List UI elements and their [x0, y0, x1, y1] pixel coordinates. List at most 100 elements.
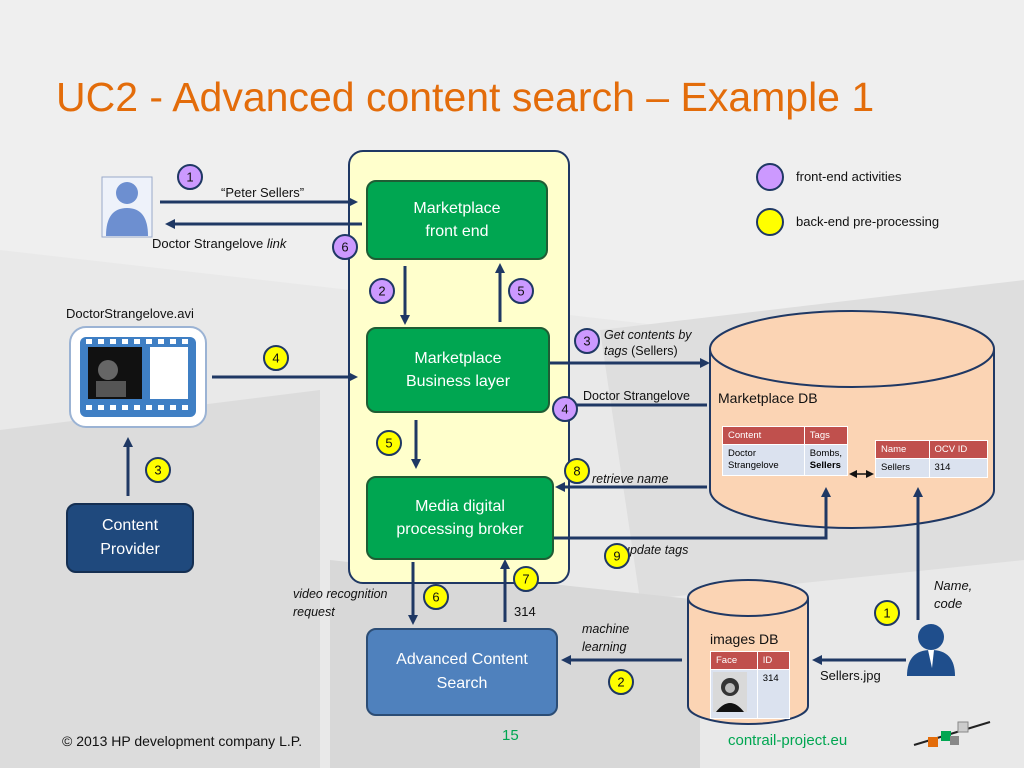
- images-db-title: images DB: [710, 631, 779, 647]
- badge-number: 2: [617, 675, 624, 690]
- badge-circle: [604, 543, 630, 569]
- badge-number: 7: [522, 572, 529, 587]
- badge-number: 1: [186, 170, 193, 185]
- table-cell: 314: [928, 458, 989, 478]
- step-badge-s3-provider: 3: [145, 457, 171, 483]
- badge-number: 2: [378, 284, 385, 299]
- step-badge-s7-result: 7: [513, 566, 539, 592]
- machine-learning-line1: machine: [582, 622, 630, 636]
- badge-number: 8: [573, 464, 580, 479]
- table-cell: Sellers: [875, 458, 930, 478]
- update-tags-label: update tags: [623, 543, 689, 557]
- tag-value-bold: Sellers: [809, 460, 841, 471]
- table-row: Doctor Strangelove Bombs,Sellers: [722, 444, 849, 476]
- content-tags-table: Content Tags Doctor Strangelove Bombs,Se…: [722, 426, 849, 476]
- name-code-line1: Name,: [934, 578, 973, 593]
- box-line: Search: [436, 675, 488, 692]
- badge-circle: [376, 430, 402, 456]
- badge-circle: [874, 600, 900, 626]
- badge-circle: [508, 278, 534, 304]
- video-file-icon: [69, 326, 207, 428]
- get-contents-sellers: (Sellers): [627, 344, 678, 358]
- avi-file-label: DoctorStrangelove.avi: [66, 306, 194, 321]
- machine-learning-line2: learning: [582, 640, 627, 654]
- step-badge-s3-get: 3: [574, 328, 600, 354]
- peter-sellers-query-label: “Peter Sellers”: [221, 185, 305, 200]
- badge-circle: [263, 345, 289, 371]
- badge-number: 1: [883, 606, 890, 621]
- badge-circle: [423, 584, 449, 610]
- sellers-jpg-label: Sellers.jpg: [820, 668, 881, 683]
- step-badge-s1-right: 1: [874, 600, 900, 626]
- video-recognition-label: video recognition request: [293, 585, 388, 621]
- badge-number: 9: [613, 549, 620, 564]
- badge-number: 3: [154, 463, 161, 478]
- doctor-strangelove-link-label: Doctor Strangelove link: [152, 236, 286, 251]
- badge-number: 4: [561, 402, 568, 417]
- badge-circle: [332, 234, 358, 260]
- get-contents-line1: Get contents by: [604, 328, 692, 342]
- badge-number: 6: [341, 240, 348, 255]
- get-contents-label: Get contents by tags (Sellers): [604, 327, 692, 359]
- step-badge-s6-request: 6: [423, 584, 449, 610]
- face-cell: [710, 669, 758, 719]
- table-row: Sellers 314: [875, 458, 989, 478]
- face-photo-icon: [713, 672, 747, 712]
- badge-number: 5: [517, 284, 524, 299]
- badge-circle: [369, 278, 395, 304]
- page-number: 15: [502, 727, 519, 744]
- badge-circle: [177, 164, 203, 190]
- box-line: Content: [101, 517, 159, 534]
- badge-circle: [574, 328, 600, 354]
- table-header-row: Content Tags: [722, 426, 849, 445]
- connectors: [123, 197, 923, 665]
- box-line: Business layer: [405, 373, 511, 390]
- step-badge-s2-learning: 2: [608, 669, 634, 695]
- table-cell: Doctor Strangelove: [722, 444, 805, 476]
- step-badge-s4-avi: 4: [263, 345, 289, 371]
- user-icon: [101, 176, 153, 238]
- marketplace-db-cylinder: [709, 310, 995, 529]
- badge-number: 3: [583, 334, 590, 349]
- badge-circle: [564, 458, 590, 484]
- box-line: front end: [425, 223, 489, 240]
- badge-circle: [552, 396, 578, 422]
- machine-learning-label: machine learning: [582, 620, 629, 656]
- link-label-text: Doctor Strangelove: [152, 236, 267, 251]
- legend-frontend-label: front-end activities: [796, 169, 902, 184]
- badge-number: 5: [385, 436, 392, 451]
- badge-circle: [513, 566, 539, 592]
- badge-circle: [145, 457, 171, 483]
- step-badge-s9-update: 9: [604, 543, 630, 569]
- step-badge-s5-down: 5: [376, 430, 402, 456]
- doctor-strangelove-return-label: Doctor Strangelove: [583, 389, 691, 403]
- contrail-logo: [913, 721, 991, 747]
- box-line: processing broker: [396, 521, 524, 538]
- arrow-update-tags: [553, 487, 831, 540]
- legend-backend-icon: [756, 208, 784, 236]
- badge-number: 6: [432, 590, 439, 605]
- box-line: Marketplace: [414, 350, 502, 367]
- table-cell: 314: [756, 669, 791, 719]
- badge-number: 4: [272, 351, 279, 366]
- user-icon-2: [907, 624, 955, 676]
- link-label-word: link: [266, 236, 287, 251]
- face-id-table: Face ID 314: [710, 651, 791, 719]
- step-badge-s8-retrieve: 8: [564, 458, 590, 484]
- result-314-label: 314: [514, 604, 536, 619]
- legend-frontend-icon: [756, 163, 784, 191]
- site-url: contrail-project.eu: [728, 732, 848, 749]
- slide-title: UC2 - Advanced content search – Example …: [56, 74, 875, 120]
- marketplace-db-title: Marketplace DB: [718, 390, 818, 406]
- legend-backend-label: back-end pre-processing: [796, 214, 940, 229]
- tag-value: Bombs,: [809, 448, 842, 459]
- name-ocv-table: Name OCV ID Sellers 314: [875, 440, 989, 478]
- step-badge-s2-down: 2: [369, 278, 395, 304]
- step-badge-s6-link: 6: [332, 234, 358, 260]
- table-header: Tags: [803, 426, 849, 445]
